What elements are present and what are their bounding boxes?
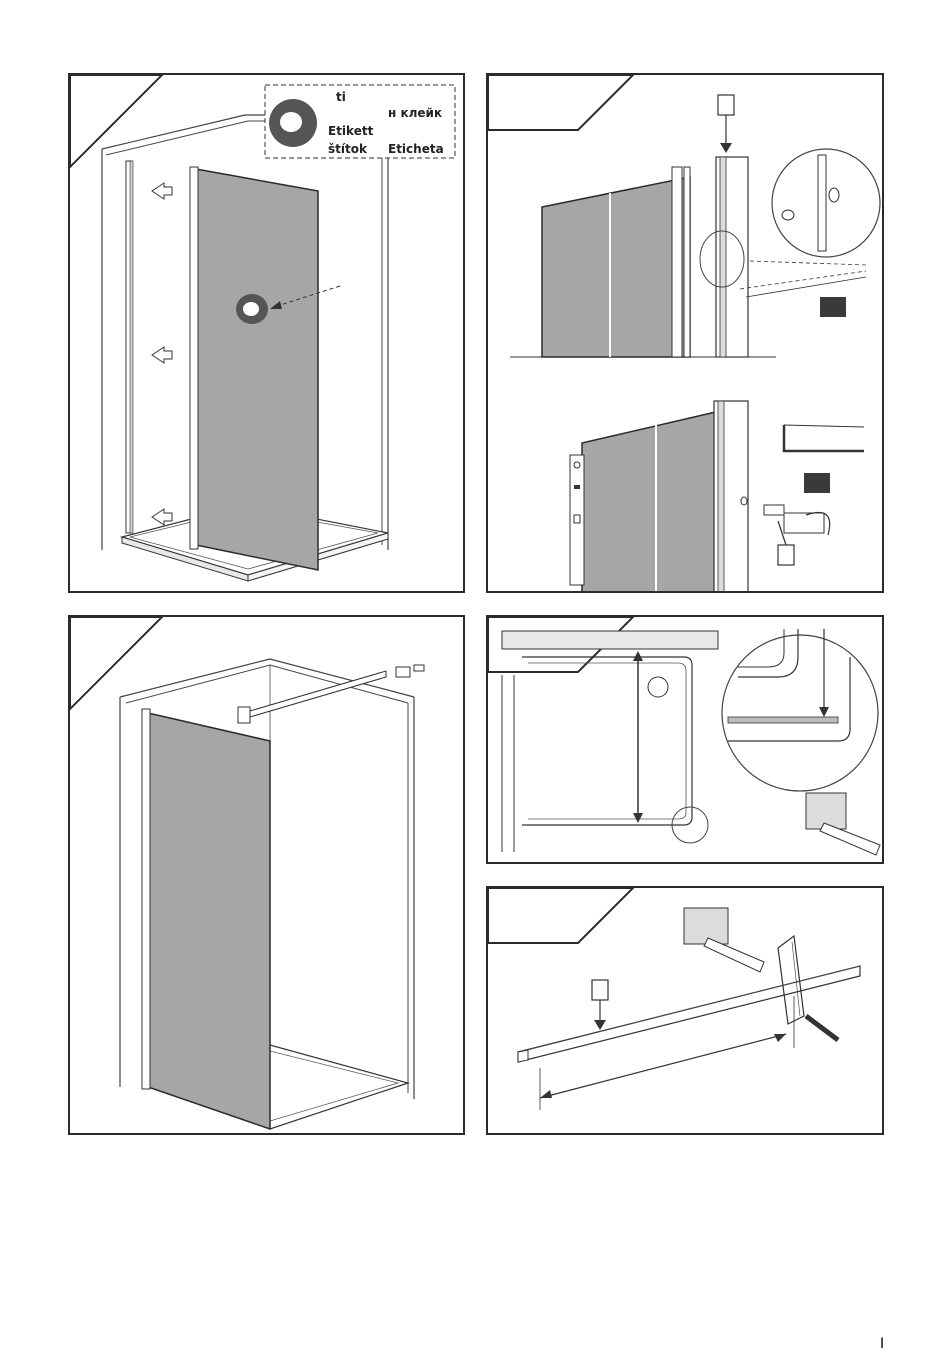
- label-text-4: štítok: [328, 142, 368, 156]
- step-panel-cut-bar: [486, 886, 884, 1135]
- measure-illustration: [488, 617, 884, 864]
- stabiliser-bar-illustration: [70, 617, 465, 1135]
- arrow-left-icon: [152, 347, 172, 363]
- step-panel-measure: [486, 615, 884, 864]
- rotate-arrow-icon: [806, 513, 830, 536]
- wall-profile-illustration: [488, 75, 884, 593]
- saw-icon: [778, 936, 804, 1024]
- label-text-1: ti: [336, 90, 346, 104]
- glass-panel: [148, 713, 270, 1129]
- step-corner-tab: [488, 888, 633, 943]
- part-marker-box: [718, 95, 734, 115]
- label-text-3: Etikett: [328, 124, 374, 138]
- arrow-left-icon: [152, 183, 172, 199]
- label-text-5: Eticheta: [388, 142, 444, 156]
- step-panel-wall-profile: [486, 73, 884, 593]
- step-panel-remove-label: ti н клейк Etikett štítok Eticheta: [68, 73, 465, 593]
- arrow-left-icon: [152, 509, 172, 525]
- part-marker-box: [592, 980, 608, 1000]
- screw-icon: [764, 505, 784, 515]
- page-number: I: [880, 1336, 884, 1352]
- glass-panel: [542, 177, 690, 357]
- step-corner-tab: [70, 75, 162, 167]
- cut-bar-illustration: [488, 888, 884, 1135]
- stabiliser-bar: [518, 966, 860, 1062]
- part-marker-box: [778, 545, 794, 565]
- screw-icon: [414, 665, 424, 671]
- glass-panel: [582, 411, 720, 593]
- step-corner-tab: [70, 617, 162, 709]
- part-marker-filled: [820, 297, 846, 317]
- step-panel-stabiliser-bar: [68, 615, 465, 1135]
- wall-bracket-icon: [396, 667, 410, 677]
- detail-zoom-circle: [722, 635, 878, 791]
- spirit-level-icon: [570, 455, 584, 585]
- glass-panel: [196, 169, 318, 570]
- part-marker-filled: [804, 473, 830, 493]
- hex-key-icon: [784, 425, 864, 451]
- remove-label-illustration: ti н клейк Etikett štítok Eticheta: [70, 75, 465, 593]
- label-text-2: н клейк: [388, 106, 442, 120]
- tape-measure-icon: [684, 908, 728, 944]
- step-corner-tab: [488, 75, 633, 130]
